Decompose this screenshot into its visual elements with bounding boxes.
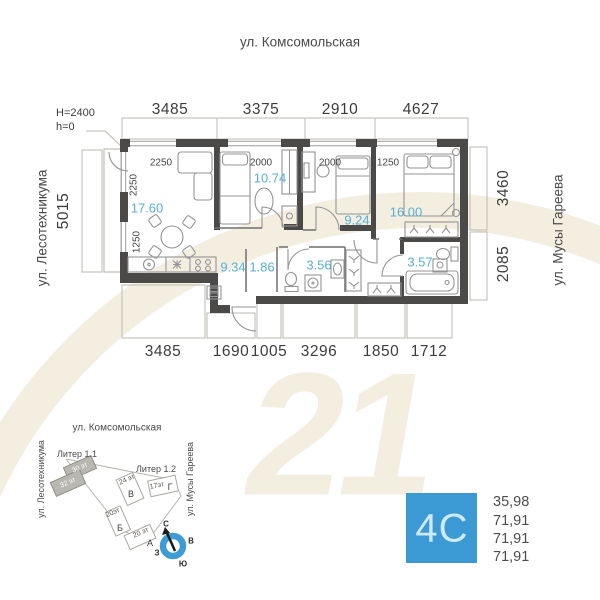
site-building-v bbox=[115, 471, 145, 507]
desk bbox=[301, 151, 330, 193]
elevation-h: H=2400 bbox=[56, 107, 95, 119]
dim-inner-1: 2250 bbox=[149, 157, 173, 169]
dim-right-1: 3460 bbox=[495, 169, 512, 207]
closet-bedroom3 bbox=[404, 221, 459, 238]
dim-bottom-2: 1690 bbox=[212, 343, 250, 360]
area-hall: 1.86 bbox=[249, 259, 275, 275]
minimap-bldg-v-letter: В bbox=[127, 489, 135, 499]
area-bathroom2: 3.57 bbox=[407, 254, 433, 270]
compass bbox=[159, 527, 187, 560]
toilet-1 bbox=[284, 271, 299, 293]
minimap-bldg-b-letter: Б bbox=[117, 523, 123, 533]
walls bbox=[120, 139, 468, 313]
site-map bbox=[49, 454, 182, 551]
dim-inner-6: 1250 bbox=[131, 230, 143, 254]
compass-east: В bbox=[188, 536, 194, 546]
minimap-liter-2: Литер 1.2 bbox=[136, 464, 176, 474]
street-right: ул. Мусы Гареева bbox=[550, 174, 566, 286]
info-value-3: 71,91 bbox=[493, 531, 530, 547]
windows bbox=[120, 140, 437, 252]
area-bathroom1: 3.56 bbox=[306, 257, 332, 273]
dim-bottom-3: 1005 bbox=[250, 343, 288, 360]
street-top: ул. Комсомольская bbox=[239, 34, 361, 50]
dim-top-2: 3375 bbox=[242, 101, 280, 118]
apartment-type-badge: 4С bbox=[415, 506, 469, 551]
compass-north: С bbox=[163, 519, 169, 529]
doors bbox=[108, 151, 404, 332]
dim-bottom-1: 3485 bbox=[144, 343, 182, 360]
dim-top-1: 3485 bbox=[151, 101, 189, 118]
bathtub bbox=[405, 270, 459, 295]
area-living: 17.60 bbox=[130, 200, 164, 216]
lamp-1 bbox=[451, 147, 461, 157]
sofa bbox=[177, 151, 213, 201]
site-building-a bbox=[123, 523, 157, 551]
wardrobe-1 bbox=[281, 149, 298, 195]
dim-inner-5: 2250 bbox=[128, 173, 140, 197]
info-value-2: 71,91 bbox=[493, 513, 530, 529]
dim-inner-3: 2000 bbox=[318, 157, 342, 169]
dim-bottom-4: 3296 bbox=[300, 343, 338, 360]
site-building-32 bbox=[49, 468, 87, 498]
minimap-bldg-g-letter: Г bbox=[167, 482, 173, 492]
area-bedroom3: 16.00 bbox=[389, 204, 423, 220]
sink-1 bbox=[330, 259, 345, 279]
utility-shaft bbox=[206, 285, 222, 300]
dim-inner-4: 1250 bbox=[376, 157, 400, 169]
dim-inner-2: 2000 bbox=[249, 157, 273, 169]
cabinet-1 bbox=[281, 205, 298, 227]
area-bedroom1: 10.74 bbox=[253, 170, 287, 186]
lamp-2 bbox=[451, 208, 461, 218]
compass-south: Ю bbox=[178, 559, 188, 569]
minimap-bldg-a-letter: А bbox=[146, 538, 154, 548]
balcony-outline bbox=[103, 148, 122, 273]
partitions bbox=[214, 227, 402, 292]
dim-bottom-5: 1850 bbox=[362, 343, 400, 360]
dim-left: 5015 bbox=[55, 192, 72, 230]
closet-corridor-1 bbox=[345, 249, 362, 292]
area-kitchen: 9.34 bbox=[220, 259, 246, 275]
area-bedroom2: 9.24 bbox=[344, 212, 370, 228]
dim-top-4: 4627 bbox=[402, 101, 440, 118]
watermark-ring bbox=[0, 192, 600, 498]
street-left: ул. Лесотехникума bbox=[34, 169, 50, 287]
closet-corridor-2 bbox=[367, 282, 402, 297]
bed-1 bbox=[219, 151, 251, 225]
site-building-b bbox=[104, 505, 132, 537]
compass-west: З bbox=[154, 548, 160, 558]
info-value-1: 35,98 bbox=[493, 494, 530, 510]
minimap-street-top: ул. Комсомольская bbox=[72, 422, 162, 434]
furniture bbox=[127, 147, 461, 300]
apartment-badge bbox=[406, 493, 477, 563]
washing-machine bbox=[304, 274, 322, 292]
sink-2 bbox=[432, 258, 448, 273]
dim-bottom-6: 1712 bbox=[410, 343, 448, 360]
minimap-street-left: ул. Лесотехникума bbox=[36, 440, 46, 518]
bed-2 bbox=[335, 155, 371, 215]
kitchen-counter bbox=[127, 256, 217, 273]
dimension-brackets bbox=[81, 117, 488, 339]
elevation-h0: h=0 bbox=[56, 121, 75, 133]
site-building-g bbox=[147, 474, 179, 498]
bed-3 bbox=[403, 153, 455, 217]
minimap-liter-1: Литер 1.1 bbox=[57, 449, 97, 459]
info-value-4: 71,91 bbox=[493, 549, 530, 565]
minimap-street-right: ул. Мусы Гареева bbox=[185, 441, 195, 517]
dining-table bbox=[148, 214, 196, 259]
rug bbox=[254, 187, 274, 215]
dim-right-2: 2085 bbox=[495, 245, 512, 283]
dim-top-3: 2910 bbox=[321, 101, 359, 118]
